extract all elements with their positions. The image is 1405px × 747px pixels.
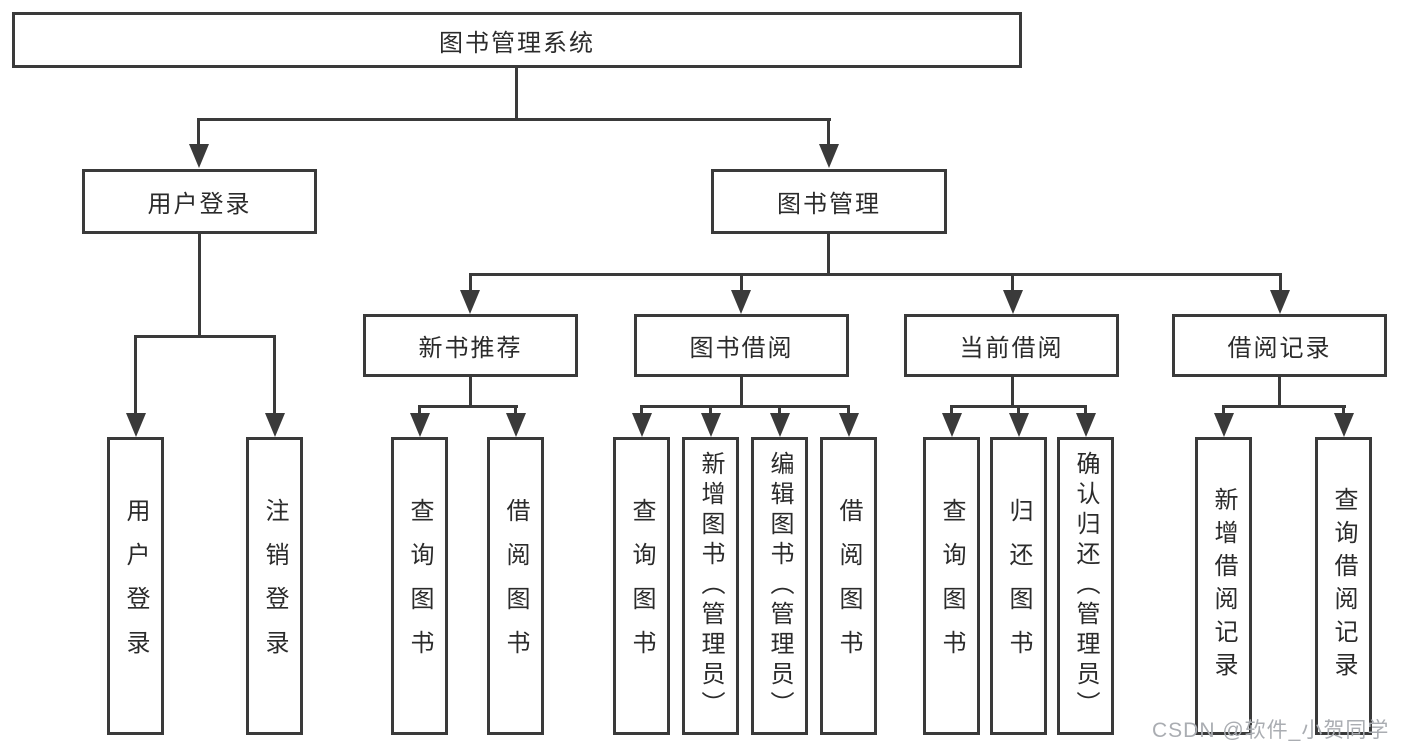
connector-line <box>198 234 201 338</box>
leaf-borrowing-edit: 编辑图书（管理员） <box>751 437 808 735</box>
node-new-book-recommend-label: 新书推荐 <box>418 335 523 362</box>
node-user-login-label: 用户登录 <box>147 191 252 218</box>
node-book-borrowing-label: 图书借阅 <box>689 335 794 362</box>
arrow-down-icon <box>701 413 721 437</box>
arrow-down-icon <box>506 413 526 437</box>
arrow-down-icon <box>731 290 751 314</box>
leaf-newbook-query-label: 查询图书 <box>406 498 433 674</box>
leaf-borrowing-borrow: 借阅图书 <box>820 437 877 735</box>
leaf-records-add: 新增借阅记录 <box>1195 437 1252 735</box>
leaf-newbook-borrow-label: 借阅图书 <box>502 498 529 674</box>
leaf-user-login: 用户登录 <box>107 437 164 735</box>
leaf-records-add-label: 新增借阅记录 <box>1210 487 1237 685</box>
connector-line <box>847 405 850 415</box>
connector-line <box>1279 273 1282 292</box>
node-book-management: 图书管理 <box>711 169 947 234</box>
connector-line <box>778 405 781 415</box>
leaf-borrowing-query-label: 查询图书 <box>628 498 655 674</box>
leaf-user-login-label: 用户登录 <box>122 498 149 674</box>
leaf-logout: 注销登录 <box>246 437 303 735</box>
connector-line <box>134 335 276 338</box>
leaf-newbook-borrow: 借阅图书 <box>487 437 544 735</box>
leaf-borrowing-add: 新增图书（管理员） <box>682 437 739 735</box>
connector-line <box>469 273 1282 276</box>
csdn-watermark: CSDN @软件_小贺同学 <box>1152 719 1390 742</box>
arrow-down-icon <box>410 413 430 437</box>
arrow-down-icon <box>126 413 146 437</box>
connector-line <box>469 377 472 408</box>
arrow-down-icon <box>265 413 285 437</box>
leaf-records-query-label: 查询借阅记录 <box>1330 487 1357 685</box>
node-user-login: 用户登录 <box>82 169 317 234</box>
connector-line <box>418 405 421 415</box>
node-borrow-records-label: 借阅记录 <box>1227 335 1332 362</box>
leaf-logout-label: 注销登录 <box>261 498 288 674</box>
arrow-down-icon <box>819 144 839 168</box>
node-new-book-recommend: 新书推荐 <box>363 314 578 377</box>
connector-line <box>418 405 518 408</box>
connector-line <box>827 118 830 146</box>
connector-line <box>514 405 517 415</box>
connector-line <box>1222 405 1225 415</box>
connector-line <box>1084 405 1087 415</box>
connector-line <box>1011 377 1014 408</box>
connector-line <box>640 405 850 408</box>
node-book-management-label: 图书管理 <box>777 191 881 218</box>
leaf-current-query-label: 查询图书 <box>938 498 965 674</box>
node-root-label: 图书管理系统 <box>439 29 595 57</box>
leaf-current-return-label: 归还图书 <box>1005 498 1032 674</box>
connector-line <box>640 405 643 415</box>
arrow-down-icon <box>632 413 652 437</box>
connector-line <box>1011 273 1014 292</box>
arrow-down-icon <box>770 413 790 437</box>
connector-line <box>827 234 830 276</box>
connector-line <box>1222 405 1346 408</box>
node-current-borrowing: 当前借阅 <box>904 314 1119 377</box>
arrow-down-icon <box>839 413 859 437</box>
arrow-down-icon <box>1009 413 1029 437</box>
connector-line <box>950 405 953 415</box>
arrow-down-icon <box>942 413 962 437</box>
leaf-borrowing-edit-label: 编辑图书（管理员） <box>766 451 793 721</box>
connector-line <box>740 377 743 408</box>
connector-line <box>740 273 743 292</box>
leaf-newbook-query: 查询图书 <box>391 437 448 735</box>
arrow-down-icon <box>1334 413 1354 437</box>
connector-line <box>197 118 200 146</box>
node-book-borrowing: 图书借阅 <box>634 314 849 377</box>
arrow-down-icon <box>189 144 209 168</box>
node-root: 图书管理系统 <box>12 12 1022 68</box>
arrow-down-icon <box>1270 290 1290 314</box>
arrow-down-icon <box>1003 290 1023 314</box>
connector-line <box>1342 405 1345 415</box>
connector-line <box>1017 405 1020 415</box>
leaf-borrowing-query: 查询图书 <box>613 437 670 735</box>
connector-line <box>273 335 276 415</box>
arrow-down-icon <box>460 290 480 314</box>
arrow-down-icon <box>1214 413 1234 437</box>
connector-line <box>1278 377 1281 408</box>
node-current-borrowing-label: 当前借阅 <box>959 335 1064 362</box>
connector-line <box>198 118 831 121</box>
leaf-current-query: 查询图书 <box>923 437 980 735</box>
leaf-current-confirm-return-label: 确认归还（管理员） <box>1072 451 1099 721</box>
arrow-down-icon <box>1076 413 1096 437</box>
connector-line <box>134 335 137 415</box>
leaf-borrowing-add-label: 新增图书（管理员） <box>697 451 724 721</box>
node-borrow-records: 借阅记录 <box>1172 314 1387 377</box>
leaf-current-return: 归还图书 <box>990 437 1047 735</box>
connector-line <box>469 273 472 292</box>
leaf-current-confirm-return: 确认归还（管理员） <box>1057 437 1114 735</box>
leaf-borrowing-borrow-label: 借阅图书 <box>835 498 862 674</box>
connector-line <box>515 68 518 118</box>
leaf-records-query: 查询借阅记录 <box>1315 437 1372 735</box>
connector-line <box>709 405 712 415</box>
